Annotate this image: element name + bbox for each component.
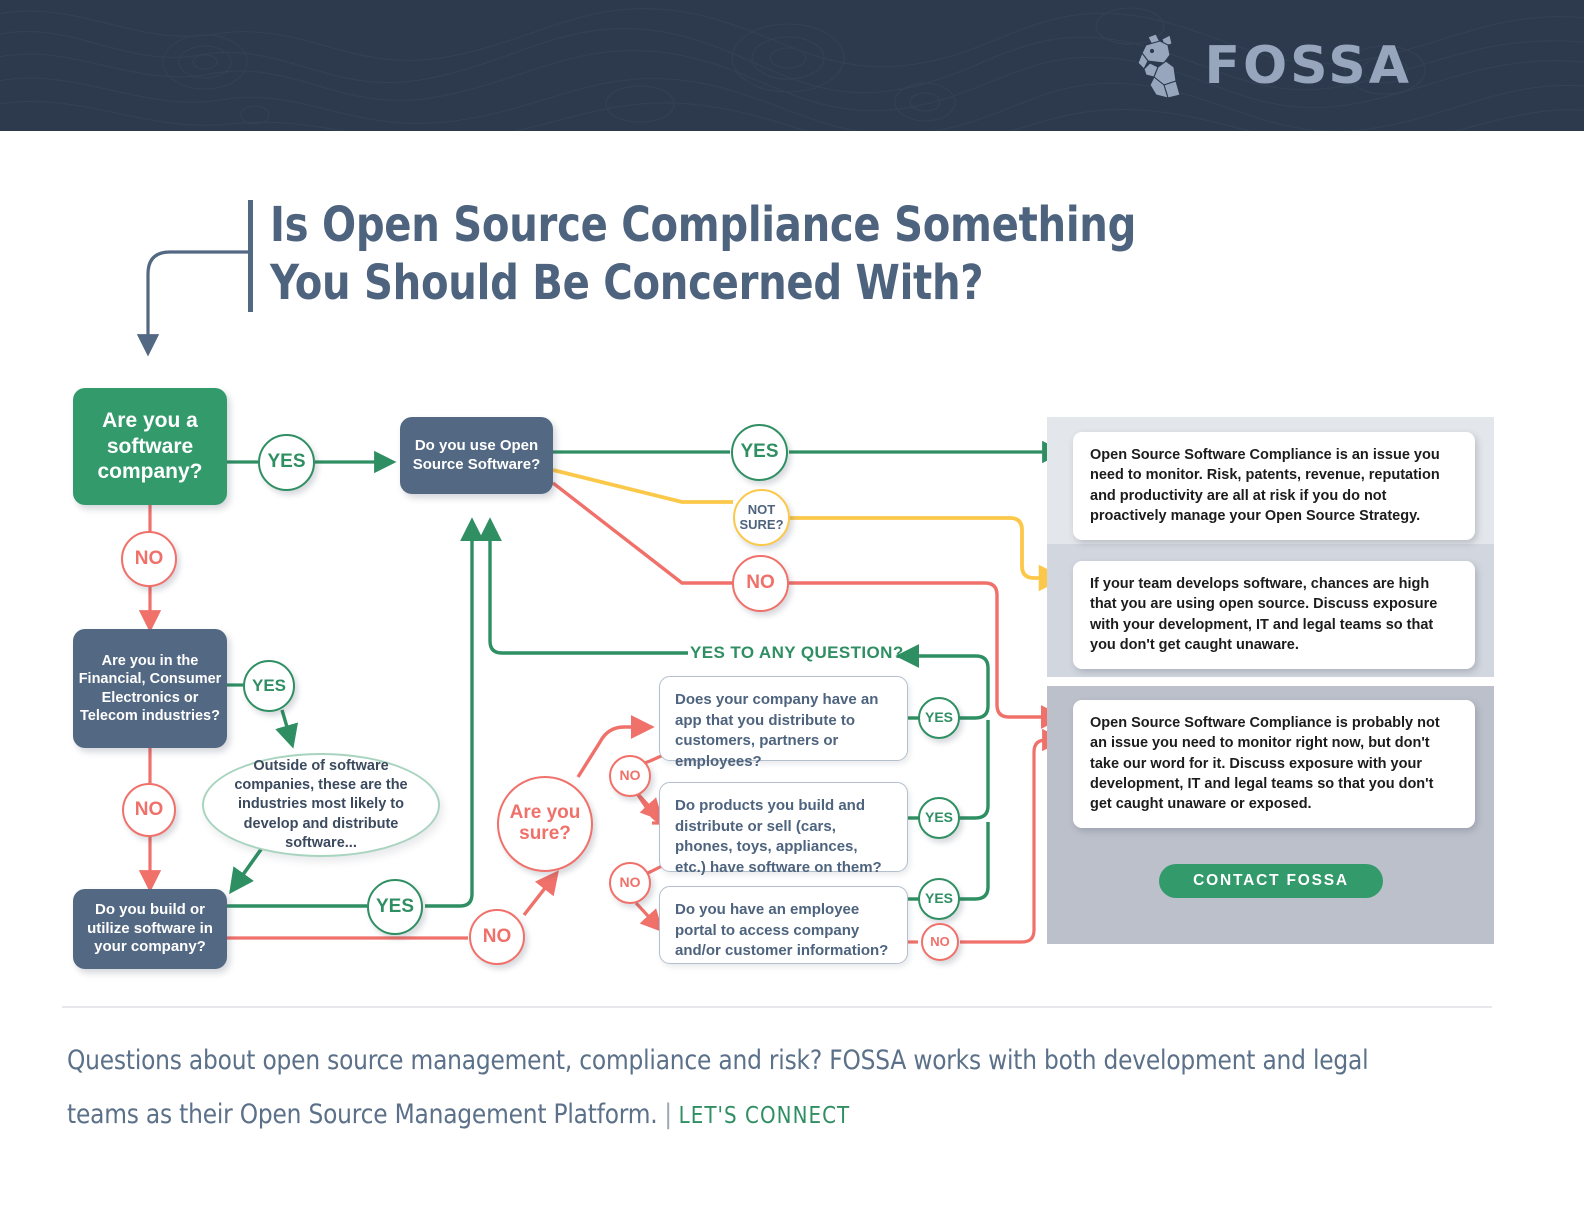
page-title: Is Open Source Compliance Something You … bbox=[270, 197, 1137, 312]
edge-yes-use-oss[interactable]: YES bbox=[731, 424, 788, 481]
footer-separator: | bbox=[664, 1099, 672, 1130]
contact-fossa-label: CONTACT FOSSA bbox=[1193, 872, 1349, 889]
edge-label: NO bbox=[619, 767, 641, 784]
footer-text: Questions about open source management, … bbox=[67, 1034, 1411, 1142]
edge-label: YES bbox=[924, 809, 953, 826]
node-start-label: Are you a software company? bbox=[97, 409, 203, 484]
question-text: Does your company have an app that you d… bbox=[675, 691, 879, 771]
edge-yes-question-3[interactable]: YES bbox=[918, 878, 960, 920]
result-card-likely-using: If your team develops software, chances … bbox=[1073, 561, 1475, 670]
edge-label: YES bbox=[924, 890, 953, 907]
edge-label: NO bbox=[134, 547, 164, 569]
node-use-open-source[interactable]: Do you use Open Source Software? bbox=[400, 417, 553, 494]
yes-to-any-question-label: YES TO ANY QUESTION? bbox=[690, 643, 904, 662]
edge-label: NO bbox=[930, 933, 950, 949]
note-industries-explanation: Outside of software companies, these are… bbox=[202, 753, 440, 857]
fossa-head-logo-icon bbox=[1137, 33, 1182, 99]
edge-label: YES bbox=[267, 451, 306, 473]
node-are-you-sure[interactable]: Are you sure? bbox=[497, 776, 593, 872]
result-text: Open Source Software Compliance is proba… bbox=[1090, 715, 1440, 813]
edge-yes-build-utilize[interactable]: YES bbox=[367, 879, 423, 935]
topographic-pattern bbox=[0, 7, 1584, 131]
contact-fossa-button[interactable]: CONTACT FOSSA bbox=[1159, 864, 1383, 898]
question-text: Do you have an employee portal to access… bbox=[675, 901, 889, 960]
edge-label: YES bbox=[740, 441, 779, 463]
edge-yes-industries[interactable]: YES bbox=[243, 660, 295, 712]
edge-label: NO bbox=[619, 874, 641, 891]
node-build-utilize-label: Do you build or utilize software in your… bbox=[87, 900, 213, 956]
brand-name: FOSSA bbox=[1204, 36, 1412, 96]
edge-label: NO bbox=[482, 925, 512, 947]
edge-notsure-use-oss[interactable]: NOT SURE? bbox=[733, 489, 790, 546]
edge-yes-question-1[interactable]: YES bbox=[918, 697, 960, 739]
footer-sentence: Questions about open source management, … bbox=[67, 1045, 1369, 1130]
node-are-you-sure-label: Are you sure? bbox=[509, 802, 581, 844]
edge-label: YES bbox=[375, 895, 415, 917]
node-industries[interactable]: Are you in the Financial, Consumer Elect… bbox=[73, 629, 227, 748]
edge-no-build-utilize[interactable]: NO bbox=[469, 909, 525, 965]
result-text: Open Source Software Compliance is an is… bbox=[1090, 447, 1440, 524]
edge-no-use-oss[interactable]: NO bbox=[732, 555, 789, 612]
edge-yes-software-company[interactable]: YES bbox=[258, 434, 315, 491]
node-start-software-company[interactable]: Are you a software company? bbox=[73, 388, 227, 505]
edge-no-software-company[interactable]: NO bbox=[121, 531, 177, 587]
edge-label: YES bbox=[251, 675, 287, 695]
question-text: Do products you build and distribute or … bbox=[675, 797, 882, 877]
brand-logo: FOSSA bbox=[1134, 33, 1412, 99]
edge-no-question-3[interactable]: NO bbox=[921, 923, 959, 961]
node-build-utilize[interactable]: Do you build or utilize software in your… bbox=[73, 889, 227, 969]
note-industries-text: Outside of software companies, these are… bbox=[234, 757, 408, 851]
edge-yes-question-2[interactable]: YES bbox=[918, 797, 960, 839]
result-card-monitor: Open Source Software Compliance is an is… bbox=[1073, 432, 1475, 541]
question-box-employee-portal[interactable]: Do you have an employee portal to access… bbox=[659, 886, 908, 964]
edge-label: NO bbox=[134, 798, 164, 820]
title-block: Is Open Source Compliance Something You … bbox=[248, 196, 1348, 312]
question-box-products-software[interactable]: Do products you build and distribute or … bbox=[659, 782, 908, 876]
edge-no-question-2[interactable]: NO bbox=[609, 862, 651, 904]
title-accent-rule bbox=[248, 200, 253, 312]
result-text: If your team develops software, chances … bbox=[1090, 576, 1438, 653]
edge-label: YES bbox=[924, 709, 953, 726]
lets-connect-link[interactable]: LET'S CONNECT bbox=[678, 1103, 851, 1129]
edge-no-industries[interactable]: NO bbox=[122, 783, 176, 837]
edge-label: NOT SURE? bbox=[739, 502, 784, 532]
node-use-open-source-label: Do you use Open Source Software? bbox=[412, 436, 541, 473]
node-industries-label: Are you in the Financial, Consumer Elect… bbox=[78, 652, 222, 724]
question-box-app-distribution[interactable]: Does your company have an app that you d… bbox=[659, 676, 908, 770]
result-card-probably-not: Open Source Software Compliance is proba… bbox=[1073, 700, 1475, 829]
edge-label: NO bbox=[746, 572, 775, 594]
page-header: FOSSA bbox=[0, 0, 1584, 131]
footer-divider bbox=[62, 1006, 1492, 1008]
edge-no-question-1[interactable]: NO bbox=[609, 755, 651, 797]
